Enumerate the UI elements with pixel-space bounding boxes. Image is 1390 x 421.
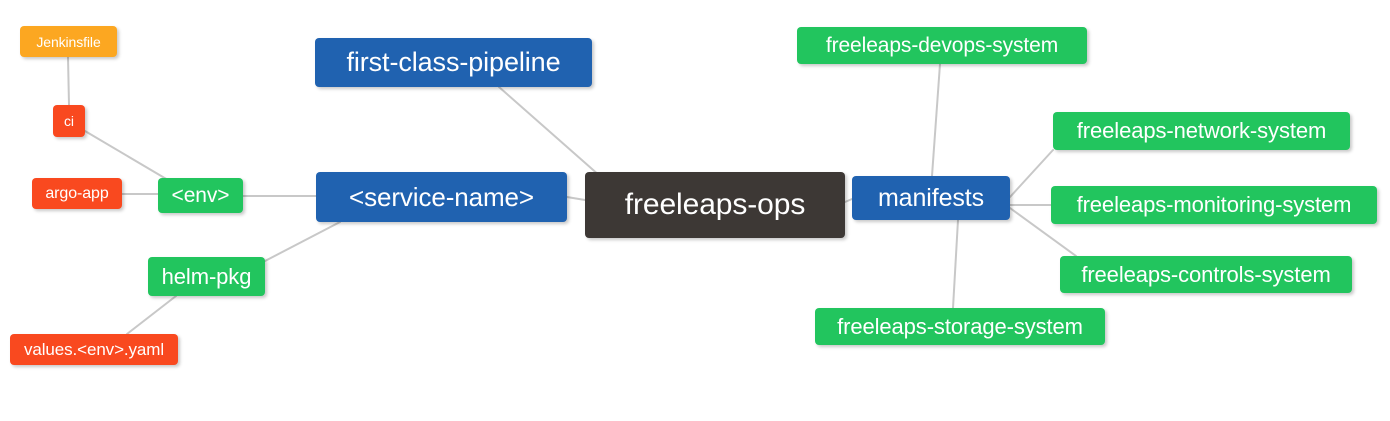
node-service-name[interactable]: <service-name>: [316, 172, 567, 222]
node-label-network-system: freeleaps-network-system: [1076, 118, 1327, 143]
node-label-env: <env>: [171, 184, 230, 207]
node-label-root: freeleaps-ops: [624, 188, 806, 221]
edge-root-to-manifests: [844, 198, 853, 203]
node-helm-pkg[interactable]: helm-pkg: [148, 257, 265, 296]
node-argo-app[interactable]: argo-app: [32, 178, 122, 209]
edge-root-to-service-name: [566, 196, 586, 201]
edge-manifests-to-storage-system: [952, 219, 959, 309]
edge-env-to-ci: [84, 130, 169, 181]
node-label-helm-pkg: helm-pkg: [161, 263, 252, 289]
node-controls-system[interactable]: freeleaps-controls-system: [1060, 256, 1352, 293]
node-label-service-name: <service-name>: [348, 182, 535, 212]
node-label-controls-system: freeleaps-controls-system: [1081, 261, 1331, 287]
edge-service-name-to-helm-pkg: [264, 221, 341, 262]
node-label-argo-app: argo-app: [45, 184, 109, 202]
edge-ci-to-jenkinsfile: [67, 56, 70, 106]
node-label-manifests: manifests: [877, 183, 985, 212]
node-ci[interactable]: ci: [53, 105, 85, 137]
edge-helm-pkg-to-values-yaml: [126, 295, 177, 335]
node-label-values-yaml: values.<env>.yaml: [23, 340, 165, 359]
node-manifests[interactable]: manifests: [852, 176, 1010, 220]
node-devops-system[interactable]: freeleaps-devops-system: [797, 27, 1087, 64]
node-jenkinsfile[interactable]: Jenkinsfile: [20, 26, 117, 57]
node-first-class-pipeline[interactable]: first-class-pipeline: [315, 38, 592, 87]
node-root[interactable]: freeleaps-ops: [585, 172, 845, 238]
node-monitoring-system[interactable]: freeleaps-monitoring-system: [1051, 186, 1377, 224]
node-label-monitoring-system: freeleaps-monitoring-system: [1076, 192, 1352, 217]
node-network-system[interactable]: freeleaps-network-system: [1053, 112, 1350, 150]
node-label-first-class-pipeline: first-class-pipeline: [346, 47, 561, 77]
node-storage-system[interactable]: freeleaps-storage-system: [815, 308, 1105, 345]
node-label-devops-system: freeleaps-devops-system: [825, 34, 1059, 57]
node-values-yaml[interactable]: values.<env>.yaml: [10, 334, 178, 365]
node-label-storage-system: freeleaps-storage-system: [837, 313, 1083, 339]
edge-root-to-first-class-pipeline: [498, 86, 601, 177]
edge-manifests-to-network-system: [1009, 149, 1054, 198]
edge-manifests-to-devops-system: [931, 63, 941, 177]
node-label-ci: ci: [64, 113, 74, 129]
node-env[interactable]: <env>: [158, 178, 243, 213]
node-label-jenkinsfile: Jenkinsfile: [36, 33, 101, 50]
